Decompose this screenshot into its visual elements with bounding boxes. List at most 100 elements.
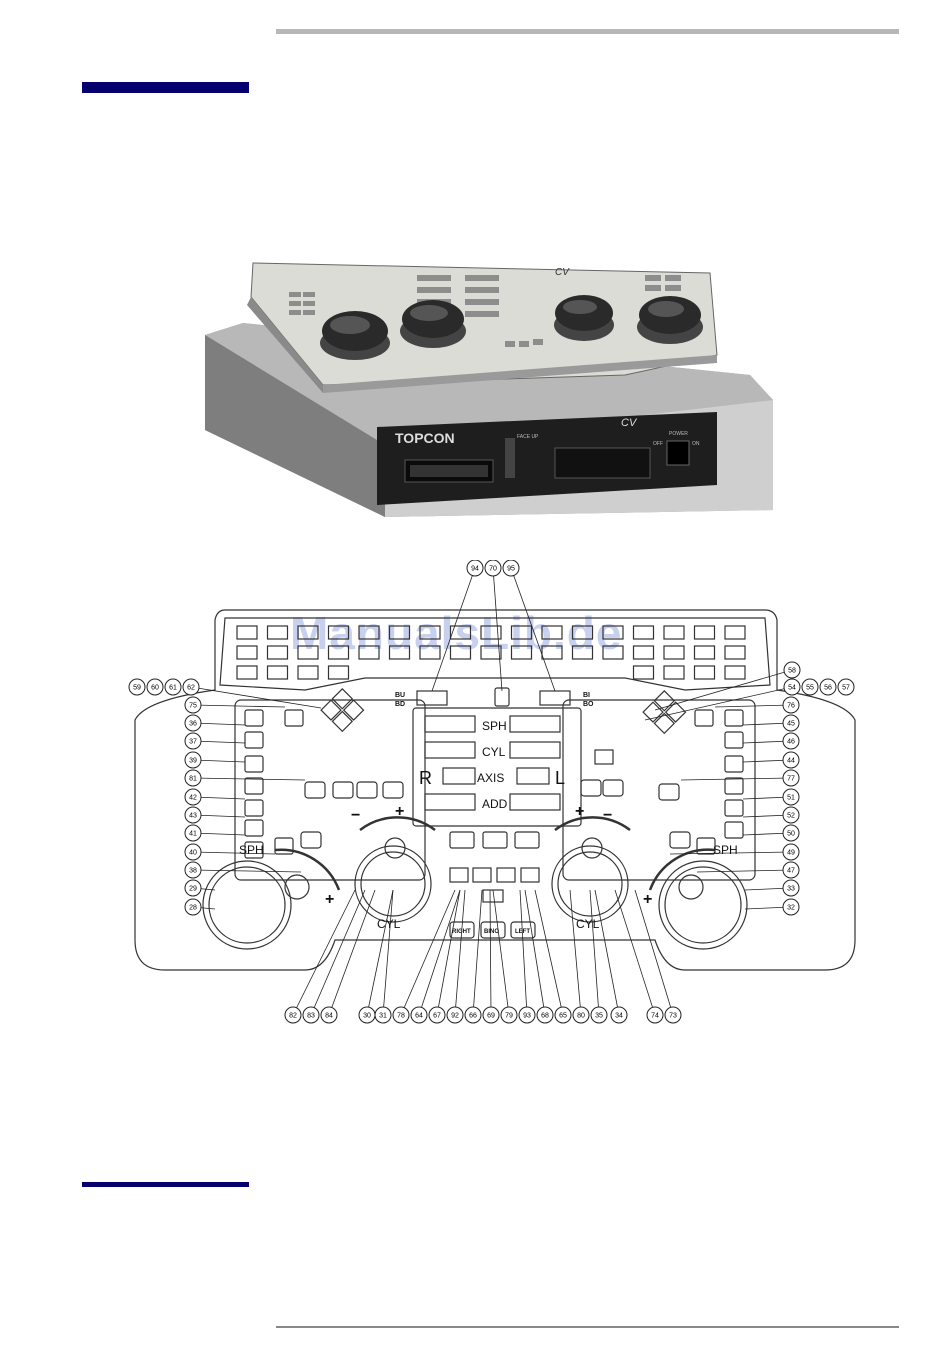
- prism-bu-label: BU: [395, 692, 405, 699]
- display-r-label: R: [419, 768, 432, 788]
- callout-36: 36: [185, 715, 245, 731]
- svg-text:52: 52: [787, 813, 795, 820]
- svg-text:37: 37: [189, 739, 197, 746]
- callout-32: 32: [745, 899, 799, 915]
- svg-text:60: 60: [151, 685, 159, 692]
- panel-key: [451, 626, 471, 639]
- callout-83: 83: [303, 890, 365, 1023]
- panel-key: [725, 646, 745, 659]
- sph-right-label: SPH: [713, 843, 738, 857]
- display-cyl-label: CYL: [482, 745, 506, 759]
- panel-key: [237, 626, 257, 639]
- callout-52: 52: [743, 807, 799, 823]
- callout-33: 33: [745, 880, 799, 896]
- callout-66: 66: [465, 890, 482, 1023]
- power-label: POWER: [669, 431, 688, 437]
- section-marker-bar: [82, 82, 249, 93]
- section-marker-bar: [82, 1182, 249, 1187]
- svg-text:−: −: [603, 807, 612, 824]
- display-l-label: L: [555, 768, 565, 788]
- panel-key: [695, 666, 715, 679]
- callout-37: 37: [185, 733, 245, 749]
- panel-key: [268, 646, 288, 659]
- panel-key: [359, 646, 379, 659]
- header-rule: [276, 29, 899, 34]
- callout-47: 47: [697, 862, 799, 878]
- svg-text:69: 69: [487, 1013, 495, 1020]
- off-label: OFF: [653, 441, 663, 447]
- svg-text:58: 58: [788, 668, 796, 675]
- footer-rule: [276, 1326, 899, 1328]
- svg-text:95: 95: [507, 566, 515, 573]
- callout-38: 38: [185, 862, 301, 878]
- cyl-left-label: CYL: [377, 917, 401, 931]
- panel-key: [634, 626, 654, 639]
- svg-text:+: +: [643, 891, 652, 908]
- svg-text:44: 44: [787, 758, 795, 765]
- callout-61: 61: [165, 679, 181, 695]
- panel-key: [573, 646, 593, 659]
- callout-59: 59: [129, 679, 145, 695]
- svg-text:62: 62: [187, 685, 195, 692]
- prism-bi-label: BI: [583, 692, 590, 699]
- bino-button-label: BINO: [484, 929, 499, 935]
- panel-key: [695, 626, 715, 639]
- callout-93: 93: [519, 890, 535, 1023]
- control-panel-diagram: SPH CYL AXIS ADD R L BU BD BI BO SPH SPH…: [125, 560, 865, 1030]
- model-label: CV: [621, 417, 638, 429]
- svg-text:31: 31: [379, 1013, 387, 1020]
- panel-key: [603, 626, 623, 639]
- svg-text:92: 92: [451, 1013, 459, 1020]
- callout-80: 80: [570, 890, 589, 1023]
- panel-key: [512, 646, 532, 659]
- panel-key: [268, 666, 288, 679]
- callout-42: 42: [185, 789, 245, 805]
- panel-key: [237, 666, 257, 679]
- panel-key: [725, 626, 745, 639]
- panel-key: [329, 646, 349, 659]
- svg-text:79: 79: [505, 1013, 513, 1020]
- callout-43: 43: [185, 807, 245, 823]
- svg-text:46: 46: [787, 739, 795, 746]
- callout-65: 65: [535, 890, 571, 1023]
- panel-key: [420, 646, 440, 659]
- svg-text:68: 68: [541, 1013, 549, 1020]
- callout-46: 46: [743, 733, 799, 749]
- panel-key: [573, 626, 593, 639]
- switch-label: FACE UP: [517, 434, 539, 440]
- svg-text:77: 77: [787, 776, 795, 783]
- callout-84: 84: [321, 890, 375, 1023]
- svg-text:80: 80: [577, 1013, 585, 1020]
- svg-text:56: 56: [824, 685, 832, 692]
- svg-text:73: 73: [669, 1013, 677, 1020]
- panel-key: [298, 626, 318, 639]
- svg-text:81: 81: [189, 776, 197, 783]
- callout-82: 82: [285, 890, 355, 1023]
- callout-39: 39: [185, 752, 245, 768]
- prism-bo-label: BO: [583, 701, 594, 708]
- on-label: ON: [692, 441, 700, 447]
- panel-key: [359, 626, 379, 639]
- callout-31: 31: [375, 890, 393, 1023]
- svg-text:30: 30: [363, 1013, 371, 1020]
- panel-key: [542, 646, 562, 659]
- callout-51: 51: [743, 789, 799, 805]
- svg-text:45: 45: [787, 721, 795, 728]
- callout-28: 28: [185, 899, 215, 915]
- panel-key: [664, 666, 684, 679]
- callout-62: 62: [183, 679, 321, 708]
- callout-56: 56: [820, 679, 836, 695]
- svg-text:70: 70: [489, 566, 497, 573]
- panel-key: [420, 626, 440, 639]
- svg-text:40: 40: [189, 850, 197, 857]
- svg-text:50: 50: [787, 831, 795, 838]
- panel-model-label: CV: [555, 267, 570, 278]
- svg-text:83: 83: [307, 1013, 315, 1020]
- panel-key: [725, 666, 745, 679]
- svg-text:42: 42: [189, 795, 197, 802]
- panel-key: [481, 646, 501, 659]
- panel-key: [298, 666, 318, 679]
- svg-text:84: 84: [325, 1013, 333, 1020]
- svg-text:75: 75: [189, 703, 197, 710]
- callout-55: 55: [802, 679, 818, 695]
